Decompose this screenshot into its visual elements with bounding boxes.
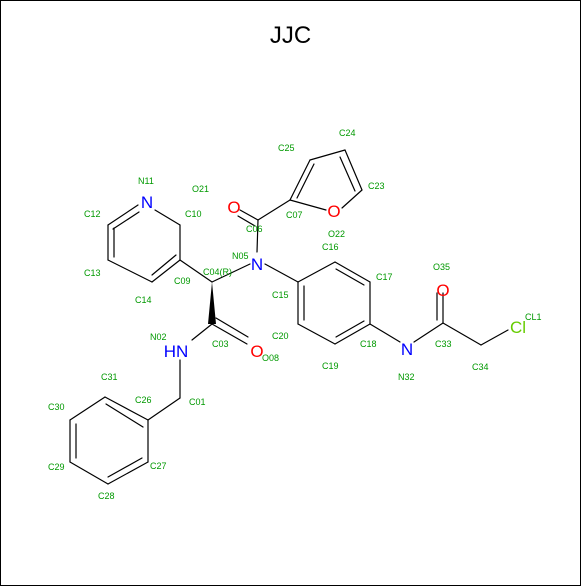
atom-label-c15: C15 bbox=[272, 290, 289, 300]
atom-label-c10: C10 bbox=[185, 209, 202, 219]
atom-label-c17: C17 bbox=[376, 272, 393, 282]
atom-label-c14: C14 bbox=[135, 295, 152, 305]
bond-c26-c31 bbox=[104, 396, 149, 421]
bond-n05-c15 bbox=[264, 263, 299, 283]
atom-label-c34: C34 bbox=[472, 362, 489, 372]
bond-c14-c13 bbox=[107, 259, 153, 283]
atom-label-c19: C19 bbox=[322, 361, 339, 371]
atom-label-c30: C30 bbox=[48, 402, 65, 412]
bond-c03-o08 bbox=[211, 323, 248, 345]
atom-symbol-n11: N bbox=[141, 193, 153, 212]
bond-c06-c07 bbox=[257, 199, 291, 221]
bond-c23-o22 bbox=[341, 189, 363, 209]
atom-label-c06: C06 bbox=[246, 224, 263, 234]
atom-label-o08: O08 bbox=[262, 353, 279, 363]
atom-label-c28: C28 bbox=[98, 491, 115, 501]
bond-c34-cl1 bbox=[480, 329, 509, 346]
bond-c04-n05 bbox=[211, 263, 251, 283]
bond-c26-c31-double bbox=[105, 403, 144, 428]
atom-label-o22: O22 bbox=[328, 229, 345, 239]
bond-c09-c14-double bbox=[151, 254, 177, 276]
atom-symbol-o22: O bbox=[327, 202, 340, 221]
bond-c24-c23 bbox=[344, 149, 363, 191]
bond-c09-c04 bbox=[179, 259, 213, 283]
bond-c25-c24 bbox=[309, 149, 346, 161]
bond-o22-c07 bbox=[289, 199, 327, 211]
atom-label-c12: C12 bbox=[84, 209, 101, 219]
bond-c07-c25-double bbox=[296, 163, 315, 199]
atom-symbol-n05: N bbox=[251, 255, 263, 274]
bond-c06-o21-double bbox=[237, 215, 256, 227]
atom-label-c09: C09 bbox=[174, 276, 191, 286]
atom-label-c03: C03 bbox=[212, 339, 229, 349]
bond-n11-c10 bbox=[154, 209, 181, 226]
atom-symbol-o35: O bbox=[436, 281, 449, 300]
atom-label-c25: C25 bbox=[278, 143, 295, 153]
atom-symbol-n02: HN bbox=[164, 342, 189, 361]
atom-label-n11: N11 bbox=[138, 176, 154, 186]
bond-c28-c27 bbox=[107, 461, 149, 485]
bond-c09-c14 bbox=[151, 259, 181, 283]
bond-c28-c27-double bbox=[107, 457, 143, 478]
atom-label-n05: N05 bbox=[232, 251, 249, 261]
bond-c16-c17 bbox=[334, 261, 371, 283]
atom-label-n32: N32 bbox=[398, 372, 415, 382]
bond-c29-c28 bbox=[69, 461, 109, 485]
atom-symbol-o21: O bbox=[227, 198, 240, 217]
bond-c03-n02 bbox=[191, 323, 213, 341]
atom-symbol-cl1: Cl bbox=[510, 318, 526, 337]
atom-label-c18: C18 bbox=[360, 339, 377, 349]
wedge-bond-c04-c03 bbox=[208, 282, 216, 324]
atom-label-c13: C13 bbox=[84, 268, 101, 278]
atom-label-c01: C01 bbox=[189, 397, 206, 407]
bond-c18-c19 bbox=[334, 323, 371, 345]
atom-label-c16: C16 bbox=[322, 242, 339, 252]
atom-symbol-o08: O bbox=[250, 342, 263, 361]
bond-c07-c25 bbox=[289, 159, 311, 201]
atom-label-c27: C27 bbox=[150, 461, 167, 471]
atom-label-o35: O35 bbox=[433, 262, 450, 272]
atom-label-c20: C20 bbox=[272, 331, 289, 341]
atom-symbol-n32: N bbox=[401, 340, 413, 359]
atom-label-c26: C26 bbox=[135, 395, 152, 405]
bond-c03-o08-double bbox=[215, 317, 249, 338]
atom-label-c07: C07 bbox=[286, 210, 303, 220]
diagram-title: JJC bbox=[269, 22, 312, 49]
bond-c12-n11 bbox=[107, 204, 139, 226]
bond-c16-c17-double bbox=[335, 268, 365, 286]
atom-label-c33: C33 bbox=[435, 339, 452, 349]
bond-c18-n32 bbox=[369, 323, 401, 343]
atom-label-c29: C29 bbox=[48, 462, 65, 472]
bond-c12-n11-double bbox=[112, 211, 140, 230]
atom-label-n02: N02 bbox=[150, 332, 167, 342]
bond-n05-c06 bbox=[256, 219, 259, 253]
bond-c18-c19-double bbox=[335, 320, 365, 338]
bond-c19-c20 bbox=[297, 323, 336, 345]
atom-label-c23: C23 bbox=[368, 181, 385, 191]
bond-c24-c23-double bbox=[339, 156, 356, 192]
atom-label-c24: C24 bbox=[339, 128, 356, 138]
bond-c33-c34 bbox=[442, 322, 482, 346]
bond-c31-c30 bbox=[69, 396, 106, 421]
bond-n32-c33 bbox=[413, 322, 444, 343]
atom-label-cl1: CL1 bbox=[525, 312, 542, 322]
bond-c06-o21 bbox=[239, 209, 259, 221]
bond-c15-c16 bbox=[297, 261, 336, 283]
atom-label-c04: C04(R) bbox=[203, 267, 232, 277]
atom-label-c31: C31 bbox=[101, 372, 118, 382]
bond-c01-c26 bbox=[147, 397, 181, 421]
atom-label-o21: O21 bbox=[192, 184, 209, 194]
